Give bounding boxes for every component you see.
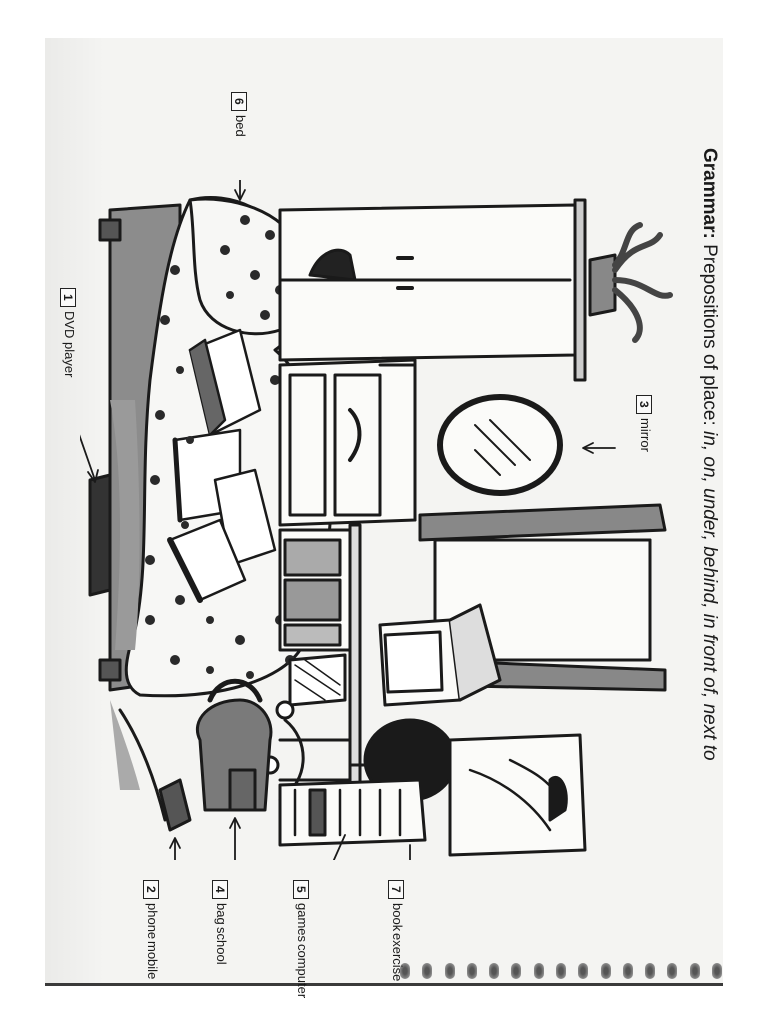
wardrobe	[278, 198, 587, 382]
page-title: Grammar: Prepositions of place: in, on, …	[698, 148, 720, 761]
label-text-group: exercise book	[390, 903, 405, 982]
bedroom-illustration	[80, 180, 673, 860]
label-text-line1: mobile	[145, 941, 160, 980]
label-number: 4	[212, 880, 228, 899]
label-text-line2: book	[390, 903, 405, 932]
poster	[448, 733, 587, 857]
bed	[98, 196, 333, 698]
label-text-line2: phone	[145, 903, 160, 940]
label-school-bag: 4 school bag	[212, 880, 229, 965]
plant	[588, 222, 673, 343]
label-number: 2	[143, 880, 159, 899]
title-bold: Grammar:	[699, 148, 720, 239]
label-text-group: school bag	[214, 903, 229, 965]
label-number: 7	[388, 880, 404, 899]
label-exercise-book: 7 exercise book	[388, 880, 405, 982]
label-text-line2: games	[295, 903, 310, 943]
label-text-group: mobile phone	[145, 903, 160, 980]
label-text-line1: exercise	[390, 933, 405, 982]
computer	[288, 603, 502, 707]
label-text: DVD player	[62, 311, 77, 378]
label-mirror: 3 mirror	[636, 395, 653, 452]
label-number: 6	[231, 92, 247, 111]
label-number: 1	[60, 288, 76, 307]
label-number: 3	[636, 395, 652, 414]
label-text: mirror	[638, 418, 653, 452]
spiral-binding	[400, 960, 722, 982]
label-text-line2: bag	[214, 903, 229, 925]
mobile-phone	[158, 778, 192, 832]
title-italic: in, on, under, behind, in front of, next…	[699, 431, 720, 761]
label-computer-games: 5 computer games	[293, 880, 310, 999]
dresser	[278, 358, 417, 527]
label-number: 5	[293, 880, 309, 899]
school-bag	[196, 678, 273, 812]
label-text-group: computer games	[295, 903, 310, 999]
label-text-line1: school	[214, 926, 229, 965]
dvd-player	[88, 473, 112, 597]
mirror	[437, 394, 563, 496]
computer-games-shelf	[278, 778, 427, 847]
label-bed: 6 bed	[231, 92, 248, 137]
label-text: bed	[233, 115, 248, 137]
label-mobile-phone: 2 mobile phone	[143, 880, 160, 980]
label-text-line1: computer	[295, 944, 310, 999]
label-arrows	[80, 180, 616, 860]
title-plain: Prepositions of place:	[699, 238, 720, 432]
label-dvd-player: 1 DVD player	[60, 288, 77, 378]
